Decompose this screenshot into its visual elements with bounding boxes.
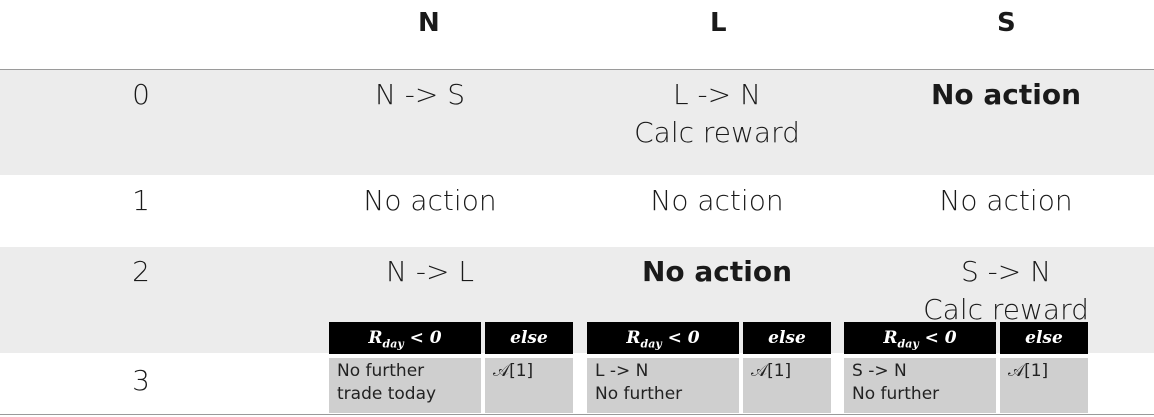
condition-header: Rday < 0 (329, 322, 481, 354)
row-label-1: 1 (132, 184, 150, 217)
else-cell: 𝒜[1] (743, 358, 831, 413)
cell-r1-s: No action (939, 184, 1073, 217)
cell-r2-l: No action (641, 255, 793, 288)
column-header-s: S (997, 8, 1016, 38)
else-header: else (485, 322, 573, 354)
column-header-n: N (418, 8, 440, 38)
cell-r1-n: No action (363, 184, 497, 217)
cell-r0-s: No action (930, 78, 1082, 111)
row-label-0: 0 (132, 78, 150, 111)
condition-header: Rday < 0 (844, 322, 996, 354)
else-header: else (743, 322, 831, 354)
else-cell: 𝒜[1] (1000, 358, 1088, 413)
row-label-3: 3 (132, 364, 150, 397)
cell-r2-n: N -> L (386, 255, 474, 288)
else-cell: 𝒜[1] (485, 358, 573, 413)
top-rule (0, 69, 1154, 70)
bottom-rule (0, 414, 1154, 415)
column-header-l: L (710, 8, 727, 38)
cell-r1-l: No action (650, 184, 784, 217)
row-0-band (0, 70, 1154, 175)
cell-r0-n: N -> S (374, 78, 466, 111)
else-header: else (1000, 322, 1088, 354)
condition-header: Rday < 0 (587, 322, 739, 354)
row-label-2: 2 (132, 255, 150, 288)
